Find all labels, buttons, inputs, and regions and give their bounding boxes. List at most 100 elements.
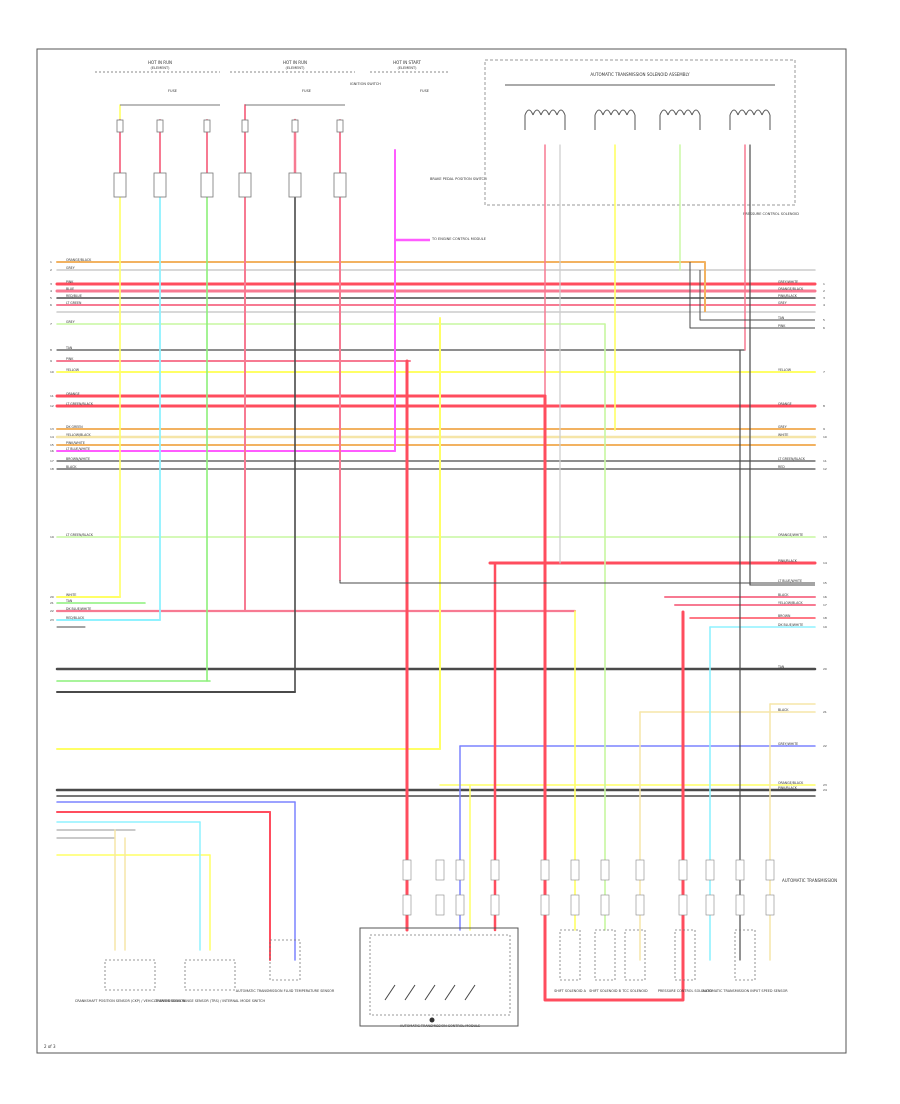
component-box	[624, 929, 646, 981]
pressure-control-label: PRESSURE CONTROL SOLENOID	[743, 212, 799, 216]
right-wire-label: GREY	[778, 301, 787, 305]
connector-pin	[455, 859, 465, 881]
connector-pin	[678, 894, 688, 916]
coil-loop	[610, 109, 620, 116]
right-wire-label: WHITE	[778, 433, 788, 437]
right-wire-label: PINK/BLACK	[778, 559, 798, 563]
coil-loop	[532, 109, 542, 116]
left-pin-number: 17	[50, 459, 54, 463]
to-ecm-label: TO ENGINE CONTROL MODULE	[431, 237, 486, 241]
component-label: SHIFT SOLENOID B	[589, 989, 621, 993]
fuse-3-label: FUSE	[420, 89, 429, 93]
component-layer: CRANKSHAFT POSITION SENSOR (CKP) / VEHIC…	[75, 929, 788, 1028]
left-pin-number: 19	[50, 535, 54, 539]
fuse-symbol	[291, 119, 299, 133]
right-wire-label: ORANGE/BLACK	[778, 781, 804, 785]
coil-loop	[745, 109, 755, 116]
right-wire-label: TAN	[777, 316, 785, 320]
fuse-box-1: HOT IN RUN (ELEMENT) FUSE	[95, 60, 220, 93]
left-wire-label: DK GREEN	[66, 425, 83, 429]
coil-loop	[683, 109, 693, 116]
left-wire-label: RED/BLACK	[66, 616, 85, 620]
coil-loop	[594, 109, 604, 116]
connector-pin	[765, 894, 775, 916]
right-wire-label: DK BLUE/WHITE	[778, 623, 803, 627]
connector-pin	[402, 894, 412, 916]
left-pin-number: 8	[50, 348, 52, 352]
connector-pin	[455, 894, 465, 916]
fuse-symbol-layer	[113, 119, 347, 198]
connector-pin	[635, 859, 645, 881]
right-wire-label: PINK/BLACK	[778, 786, 798, 790]
right-pin-number: 3	[823, 296, 825, 300]
right-pin-number: 19	[823, 625, 827, 629]
left-wire-label: PINK/WHITE	[66, 441, 85, 445]
fuse-box-2-subtitle: (ELEMENT)	[285, 66, 305, 70]
coil-loop	[729, 109, 739, 116]
ground-point	[429, 1017, 435, 1023]
component-label: PRESSURE CONTROL SOLENOID	[658, 989, 713, 993]
component-label: AUTOMATIC TRANSMISSION INPUT SPEED SENSO…	[702, 989, 788, 993]
left-wire-label: ORANGE	[66, 392, 80, 396]
left-pin-number: 20	[50, 595, 54, 599]
left-pin-number: 7	[50, 322, 52, 326]
right-wire-label: ORANGE/BLACK	[778, 287, 804, 291]
component-box	[559, 929, 581, 981]
left-wire-label: YELLOW	[66, 368, 80, 372]
diagram-frame	[36, 48, 847, 1054]
component-box	[269, 939, 301, 981]
left-pin-number: 9	[50, 359, 52, 363]
connector-pin	[435, 894, 445, 916]
left-pin-number: 4	[50, 289, 52, 293]
coil-loop	[618, 109, 628, 116]
left-pin-number: 18	[50, 467, 54, 471]
right-pin-number: 21	[823, 710, 827, 714]
left-wire-label: GREY	[66, 320, 75, 324]
right-pin-number: 12	[823, 467, 827, 471]
solenoid-coil	[594, 109, 636, 130]
left-pin-number: 22	[50, 609, 54, 613]
switch-contact	[384, 984, 396, 1001]
right-pin-number: 7	[823, 370, 825, 374]
connector-pin	[735, 859, 745, 881]
fuse-block	[200, 172, 214, 198]
left-pin-number: 3	[50, 282, 52, 286]
connector-pin	[705, 859, 715, 881]
right-pin-number: 1	[823, 282, 825, 286]
fuse-symbol	[156, 119, 164, 133]
connector-pin	[635, 894, 645, 916]
right-wire-label: BROWN	[778, 614, 791, 618]
connector-pin	[540, 894, 550, 916]
right-wire-label: YELLOW/BLACK	[778, 601, 804, 605]
left-wire-label: ORANGE/BLACK	[66, 258, 92, 262]
fuse-1-label: FUSE	[168, 89, 177, 93]
right-pin-number: 16	[823, 595, 827, 599]
left-wire-label: LT GREEN/BLACK	[66, 402, 94, 406]
coil-loop	[524, 109, 534, 116]
fuse-2-label: FUSE	[302, 89, 311, 93]
connector-pin	[765, 859, 775, 881]
left-wire-label: DK BLUE/WHITE	[66, 607, 91, 611]
right-pin-number: 14	[823, 561, 827, 565]
wire-bend	[689, 262, 815, 329]
fuse-box-1-title: HOT IN RUN	[148, 60, 172, 65]
fuse-symbol	[203, 119, 211, 133]
fuse-block	[238, 172, 252, 198]
left-pin-number: 16	[50, 449, 54, 453]
right-wire-label: BLACK	[778, 593, 789, 597]
right-pin-number: 2	[823, 289, 825, 293]
right-wire-label: PINK/BLACK	[778, 294, 798, 298]
wire-bend	[699, 270, 815, 321]
left-pin-number: 21	[50, 601, 54, 605]
right-wire-label: BLACK	[778, 708, 789, 712]
control-module-box	[359, 927, 519, 1027]
right-pin-number: 6	[823, 326, 825, 330]
left-pin-number: 10	[50, 370, 54, 374]
left-pin-number: 5	[50, 296, 52, 300]
left-label-layer: ORANGE/BLACK1GREY2PINK3BLUE4RED/BLUE5LT …	[50, 258, 94, 622]
fuse-symbol	[241, 119, 249, 133]
fuse-block	[113, 172, 127, 198]
brake-pedal-switch-label: BRAKE PEDAL POSITION SWITCH	[430, 177, 487, 181]
